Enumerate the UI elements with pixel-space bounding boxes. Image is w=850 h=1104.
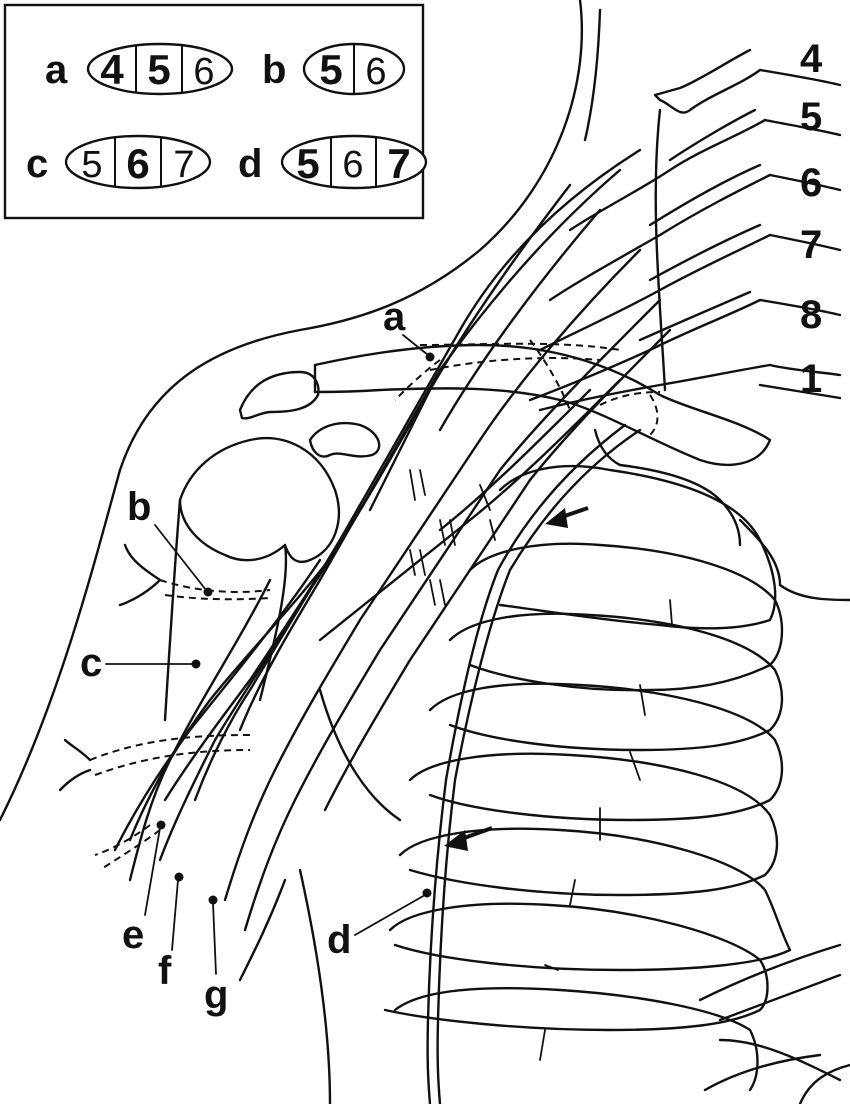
legend-c-seg-3: 7 [173,144,194,186]
root-label-6: 6 [800,161,822,205]
clavicle [313,343,772,467]
legend-label-c: c [26,142,48,186]
legend-oval-c [64,134,212,190]
legend-c-seg-2: 6 [126,140,149,187]
legend-b-seg-1: 5 [319,46,342,93]
nerve-label-c: c [80,641,102,685]
root-label-1: 1 [800,357,822,401]
arrow-upper-icon [545,506,589,528]
legend-a-seg-1: 4 [100,46,124,93]
legend-oval-d [280,134,428,190]
legend-d-seg-3: 7 [387,140,410,187]
arrow-lower-icon [444,826,493,851]
legend-a-seg-2: 5 [147,46,170,93]
arrows [444,506,589,851]
root-label-5: 5 [800,95,822,139]
root-label-4: 4 [800,37,823,81]
legend-label-a: a [45,48,68,92]
nerve-label-a: a [383,295,406,339]
rib-cage [383,428,850,1104]
nerve-label-e: e [122,913,144,957]
legend-b-seg-2: 6 [365,51,386,93]
root-label-7: 7 [800,223,822,267]
coracoid [308,421,381,458]
nerve-roots [58,48,842,1104]
nerve-labels: a b c d e f g [80,295,435,1017]
legend-label-b: b [262,48,286,92]
legend-oval-a [86,42,234,96]
legend-a-seg-3: 6 [193,51,214,93]
nerve-label-g: g [204,973,228,1017]
nerve-label-f: f [158,949,172,993]
legend-d-seg-2: 6 [342,144,363,186]
legend-d-seg-1: 5 [296,140,319,187]
humeral-head [163,436,340,722]
acromion [238,370,320,420]
nerve-label-b: b [127,485,151,529]
root-label-8: 8 [800,293,822,337]
root-numbers: 4 5 6 7 8 1 [800,37,823,401]
legend-label-d: d [238,142,262,186]
nerve-label-d: d [327,918,351,962]
legend-box: a 4 5 6 b 5 6 c 5 6 7 d 5 6 7 [3,3,428,220]
legend-c-seg-1: 5 [81,144,102,186]
